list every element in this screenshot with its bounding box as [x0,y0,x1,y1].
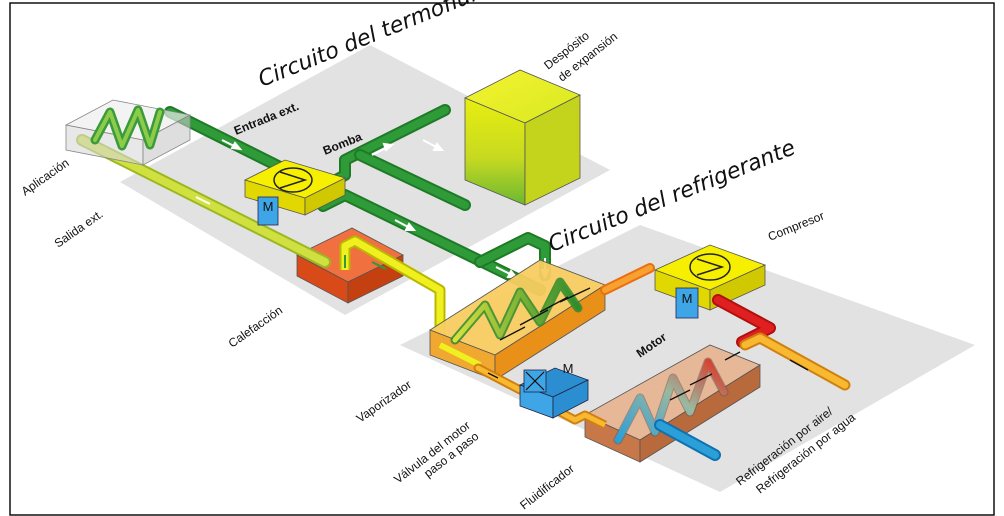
cooling-outlet-pipe [739,332,851,391]
fluidifier-label: Fluidificador [517,461,577,512]
outer-frame [9,2,995,516]
suction-pipe [600,263,655,295]
motor-icon [675,287,699,319]
application-unit [64,99,192,166]
heater-loop-pipe [339,235,446,335]
cooling-inlet-pipe [654,419,721,461]
external-outlet-label: Salida ext. [52,207,106,251]
liquid-line [473,363,608,430]
fluidifier-unit [584,344,761,463]
heating-label: Calefacción [226,303,285,350]
expansion-tank [464,69,581,206]
stepper-valve: M [518,361,590,419]
vaporizer-label: Vaporizador [354,377,414,425]
pump-unit: M [243,159,347,226]
valve-motor-badge: M [563,361,574,376]
motor-icon [257,196,279,226]
pump-motor-badge: M [263,199,274,214]
pump-icon [273,167,313,193]
compressor-motor-badge: M [682,291,693,306]
compressor-label: Compresor [766,209,826,244]
application-label: Aplicación [19,156,72,199]
